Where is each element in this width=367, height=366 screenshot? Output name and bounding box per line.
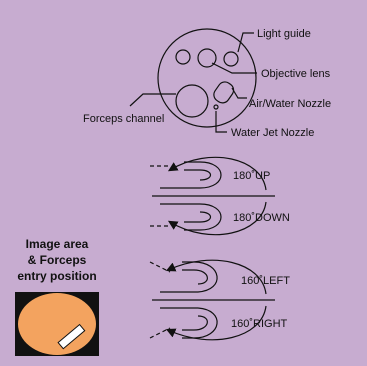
up-bend [184, 161, 222, 189]
forceps-channel-label: Forceps channel [83, 113, 164, 125]
objective-lens-leader [211, 62, 257, 74]
forceps-entry-marker [57, 323, 86, 350]
water-jet-nozzle [213, 104, 219, 110]
image-area-title-line-1: Image area [26, 237, 89, 251]
bending-up-down-diagram [150, 156, 275, 236]
down-label: 180˚DOWN [233, 212, 290, 224]
light-guide-right [223, 51, 239, 67]
image-area-field [18, 293, 96, 355]
water-jet-nozzle-label: Water Jet Nozzle [231, 127, 314, 139]
air-water-leader [231, 87, 247, 99]
objective-lens-label: Objective lens [261, 68, 331, 80]
air-water-nozzle [213, 81, 235, 104]
image-area-preview [15, 292, 99, 356]
image-area-title-line-2: & Forceps [28, 253, 87, 267]
right-sweep-arc [165, 305, 267, 341]
light-guide-left [175, 49, 191, 65]
left-label: 160˚LEFT [241, 275, 290, 287]
left-sweep-arc [165, 259, 267, 295]
left-bend [182, 261, 218, 293]
up-label: 180˚UP [233, 170, 270, 182]
objective-lens [197, 48, 217, 68]
light-guide-leader [237, 32, 254, 53]
forceps-channel-leader [129, 93, 176, 107]
water-jet-leader [215, 111, 227, 133]
light-guide-label: Light guide [257, 28, 311, 40]
tip-view [129, 28, 257, 133]
air-water-nozzle-label: Air/Water Nozzle [249, 98, 331, 110]
right-label: 160˚RIGHT [231, 318, 288, 330]
tip-outline [157, 28, 257, 128]
forceps-channel [175, 84, 209, 118]
image-area-title-line-3: entry position [17, 269, 96, 283]
up-sweep-arc [167, 156, 267, 191]
bending-left-right-diagram [149, 259, 275, 341]
down-bend [184, 203, 222, 231]
down-sweep-arc [167, 201, 267, 236]
right-bend [182, 307, 218, 339]
